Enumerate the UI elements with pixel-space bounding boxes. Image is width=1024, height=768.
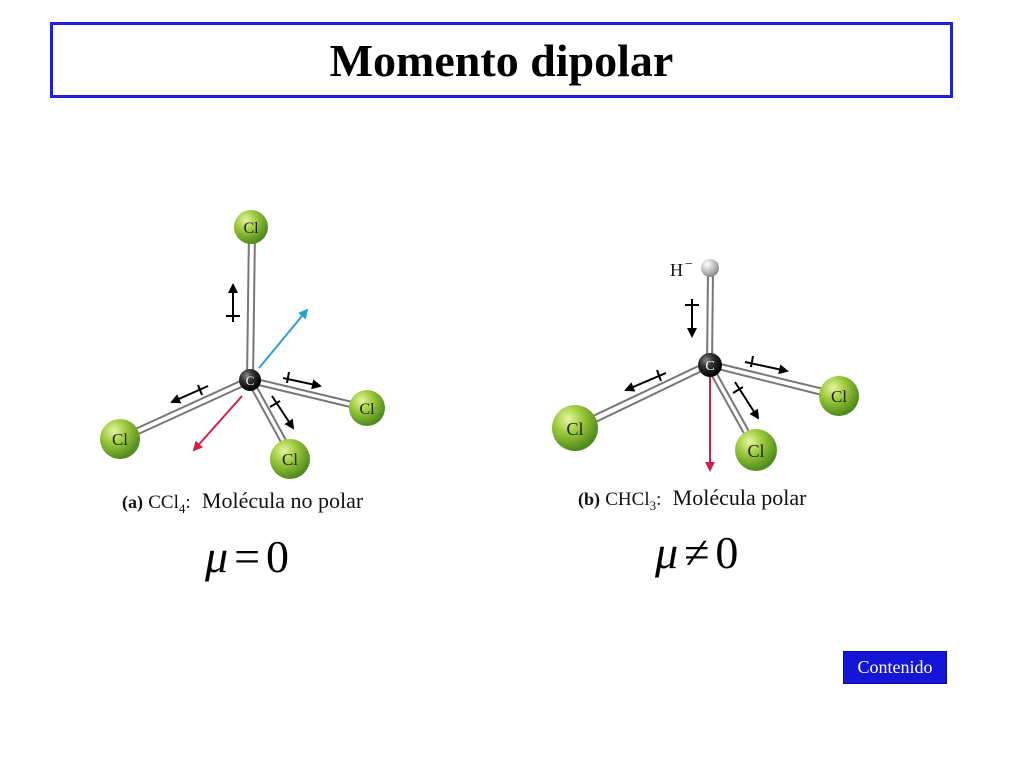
caption-tag: (a): [122, 492, 143, 512]
c-atom: [239, 369, 261, 391]
cl-atom-right: [349, 390, 385, 426]
red-vector-arrow: [192, 395, 243, 452]
cl-atom-right: [819, 376, 859, 416]
molecule-description: Molécula polar: [672, 485, 807, 510]
chcl3-bonds: [573, 271, 837, 447]
cl-label: Cl: [831, 387, 847, 406]
formula-main: CHCl: [605, 489, 650, 510]
cl-label: Cl: [566, 419, 583, 439]
dipole-equation-right: μ≠0: [655, 526, 738, 579]
chcl3-bond-dipoles: [624, 299, 789, 420]
formula-sub: 4: [178, 500, 186, 516]
c-label: C: [705, 359, 714, 374]
mu-symbol: μ: [655, 527, 679, 578]
cl-label: Cl: [359, 401, 375, 418]
chcl3-caption: (b) CHCl3: Molécula polar: [578, 485, 806, 514]
cl-label: Cl: [747, 441, 764, 461]
mu-operator: ≠: [684, 527, 710, 578]
h-charge: −: [685, 257, 693, 272]
formula-main: CCl: [148, 492, 179, 513]
formula-suffix: :: [185, 492, 191, 513]
formula: CCl4:: [148, 492, 191, 516]
h-label: H: [670, 260, 683, 280]
cl-label: Cl: [112, 430, 128, 449]
formula-sub: 3: [649, 497, 657, 513]
blue-vector-arrow: [258, 308, 309, 369]
h-atom: [701, 259, 719, 277]
ccl4-caption: (a) CCl4: Molécula no polar: [122, 488, 363, 517]
c-atom: [698, 353, 722, 377]
ccl4-bonds: [119, 229, 366, 456]
ccl4-molecule: Cl Cl Cl Cl C: [100, 210, 385, 479]
slide-title: Momento dipolar: [329, 34, 674, 86]
mu-value: 0: [715, 527, 739, 578]
cl-atom-left: [552, 405, 598, 451]
molecule-description: Molécula no polar: [201, 488, 364, 513]
caption-tag: (b): [578, 489, 600, 509]
chcl3-molecule: H − Cl Cl Cl C: [552, 257, 859, 472]
contenido-button[interactable]: Contenido: [843, 651, 947, 684]
dipole-equation-left: μ=0: [205, 530, 289, 583]
ccl4-bond-dipoles: [170, 283, 322, 430]
cl-atom-top: [234, 210, 268, 244]
mu-value: 0: [266, 531, 290, 582]
cl-label: Cl: [282, 450, 298, 469]
cl-label: Cl: [243, 220, 259, 237]
formula-suffix: :: [656, 489, 662, 510]
formula: CHCl3:: [605, 489, 662, 513]
c-label: C: [246, 373, 255, 388]
mu-symbol: μ: [205, 531, 229, 582]
cl-atom-bottom: [270, 439, 310, 479]
mu-operator: =: [234, 531, 261, 582]
title-box: Momento dipolar: [50, 22, 953, 98]
cl-atom-left: [100, 419, 140, 459]
cl-atom-bottom: [735, 429, 777, 471]
